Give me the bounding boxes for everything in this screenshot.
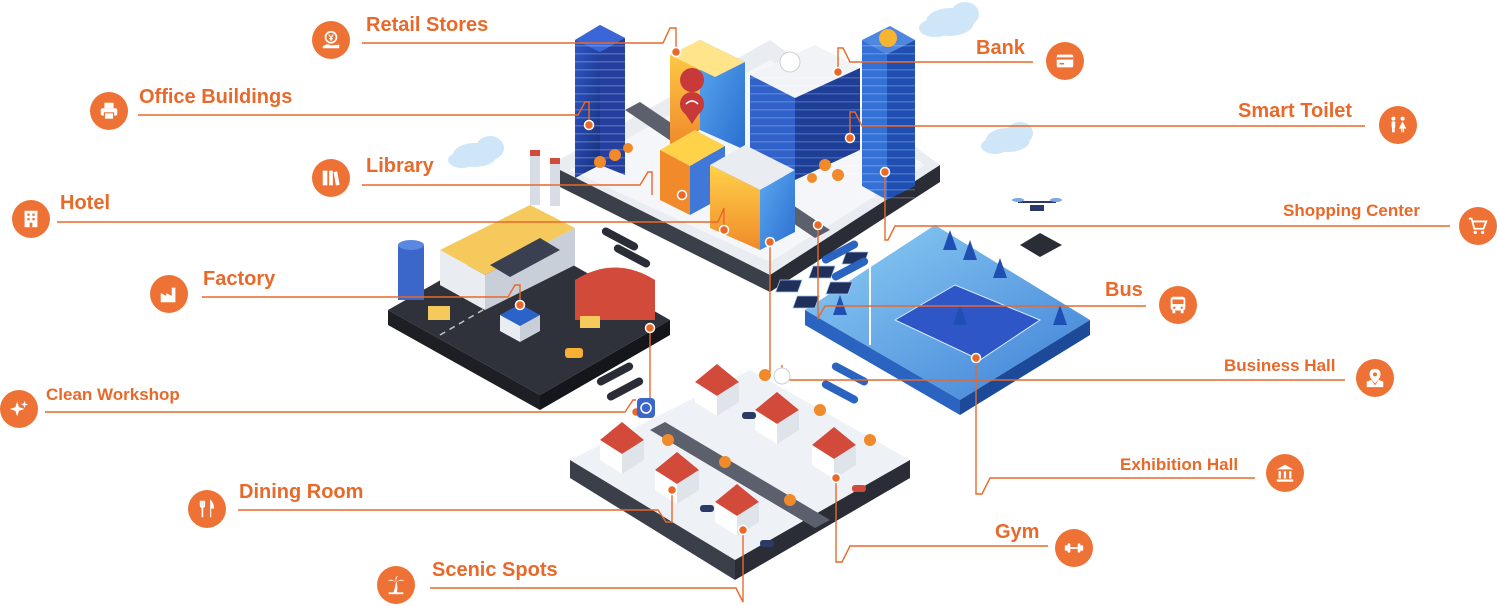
leader-scenic-spots [430,530,744,603]
label-bus: Bus [1105,279,1143,301]
books-icon [312,159,350,197]
leader-dots [514,46,982,536]
block-connectors [596,227,869,404]
leader-bank [837,47,1033,72]
leader-library [362,171,653,195]
pavilion-roof [1020,233,1062,257]
museum-icon [1266,454,1304,492]
drone-icon [1012,198,1062,211]
business-hall-pin-icon [773,367,791,385]
wifi-pin-icon [680,68,705,124]
leader-shopping-center [884,172,1450,241]
label-shopping-center: Shopping Center [1283,201,1420,220]
leader-office-buildings [138,101,590,125]
leader-gym [835,478,1048,563]
yen-hand-icon [312,21,350,59]
chimneys [530,150,560,206]
dumbbell-icon [1055,529,1093,567]
label-smart-toilet: Smart Toilet [1238,100,1353,122]
factory-icon [150,275,188,313]
cars [700,412,866,547]
bank-card-icon [1046,42,1084,80]
label-hotel: Hotel [60,192,110,214]
label-factory: Factory [203,268,276,290]
factory-block [388,205,670,410]
leader-exhibition-hall [975,358,1255,495]
printer-icon [90,92,128,130]
fork-knife-icon [188,490,226,528]
palm-tree-icon [377,566,415,604]
leader-dining-room [238,490,673,523]
label-retail-stores: Retail Stores [366,14,489,36]
clean-workshop-badge-icon [637,398,655,418]
leader-clean-workshop [45,399,636,413]
map-pin-icon [1356,359,1394,397]
park-block [775,165,1090,415]
leader-hotel [57,207,725,230]
label-clean-workshop: Clean Workshop [46,385,180,404]
residential-block [570,370,910,580]
tower-white [750,45,860,180]
label-dining-room: Dining Room [239,481,364,503]
bus-icon [1159,286,1197,324]
leader-factory [202,284,521,305]
palms-downtown [594,143,844,183]
toilet-people-icon [1379,106,1417,144]
leader-lines [45,27,1450,603]
label-library: Library [366,155,434,177]
label-scenic-spots: Scenic Spots [432,559,558,581]
label-exhibition-hall: Exhibition Hall [1120,455,1239,474]
leader-smart-toilet [849,111,1365,138]
leader-bus [817,225,1146,321]
label-office-buildings: Office Buildings [139,86,293,108]
sparkle-icon [0,390,38,428]
label-business-hall: Business Hall [1224,356,1336,375]
shopping-cart-icon [1459,207,1497,245]
cloud-decor [448,2,1033,168]
palms-residential [662,369,876,506]
leader-retail-stores [362,27,677,52]
hotel-building-icon [12,200,50,238]
label-bank: Bank [976,37,1025,59]
houses [600,364,856,536]
label-gym: Gym [995,521,1040,543]
